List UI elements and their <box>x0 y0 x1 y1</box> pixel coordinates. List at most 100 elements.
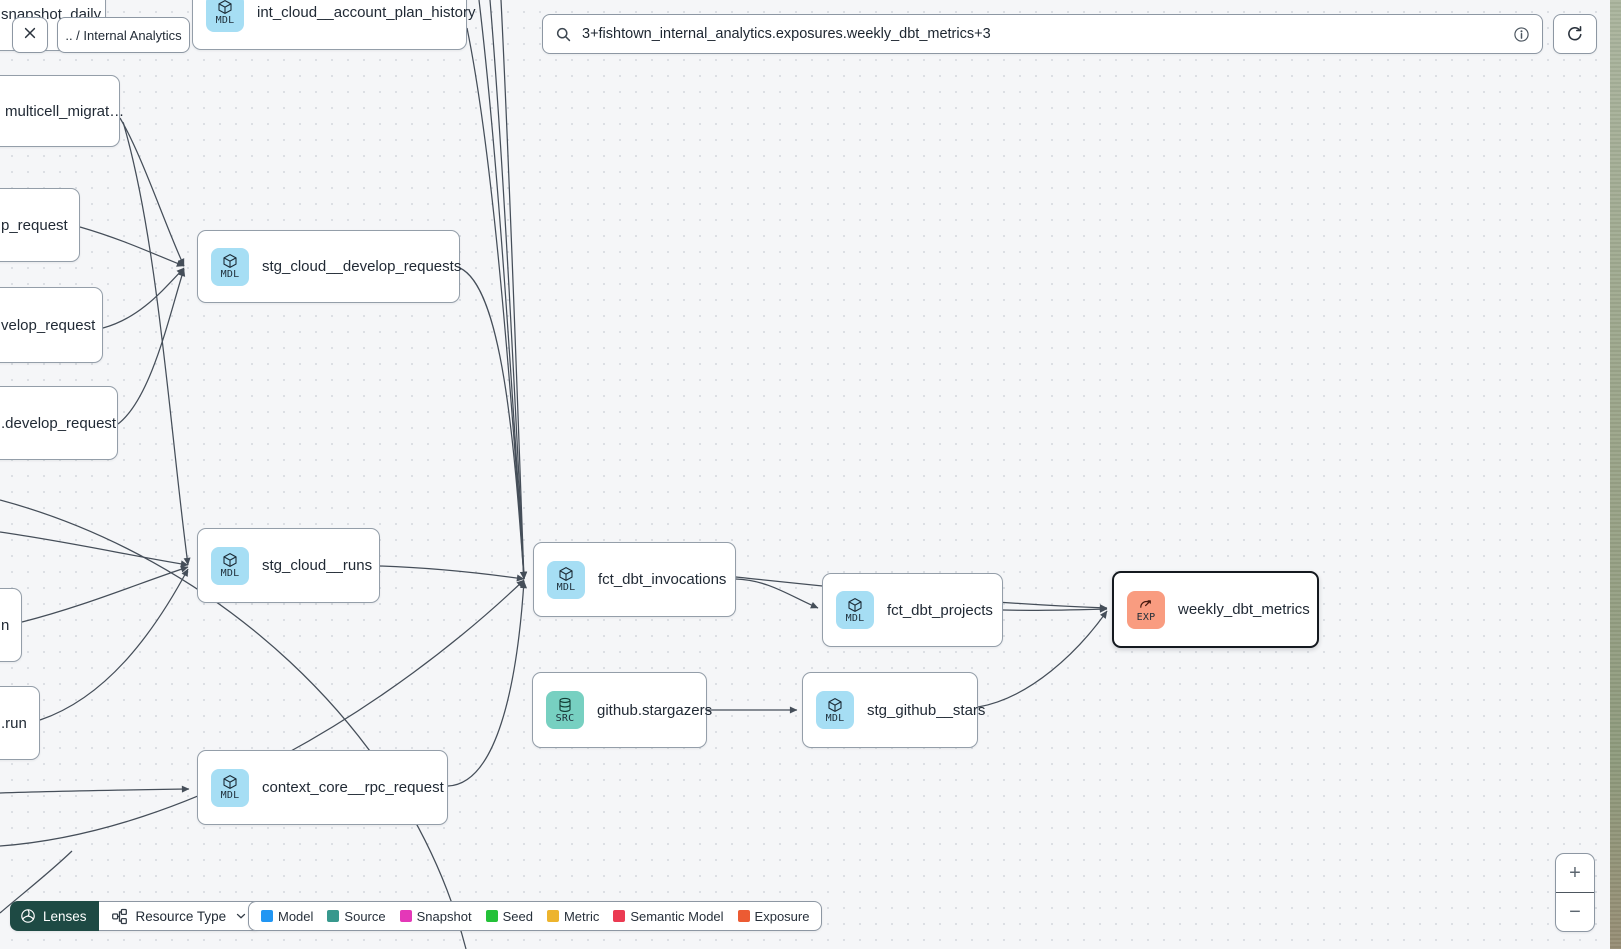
close-icon <box>22 25 38 46</box>
edge-offscreen-top-2-to-fct_dbt_invocations <box>489 0 528 580</box>
chevron-down-icon <box>234 909 248 923</box>
legend-item: Exposure <box>737 908 810 924</box>
info-icon[interactable] <box>1513 26 1530 43</box>
legend-swatch <box>613 910 626 922</box>
legend-swatch <box>485 910 498 922</box>
search-icon <box>555 26 572 43</box>
lenses-label: Lenses <box>43 908 87 924</box>
edge-multicell_migrat-to-stg_cloud__develop_requests <box>119 117 185 267</box>
edge-velop_request-to-stg_cloud__develop_requests <box>102 267 185 329</box>
edge-p_request-to-stg_cloud__develop_requests <box>79 226 185 267</box>
resource-type-icon <box>111 908 128 925</box>
resource-type-dropdown[interactable]: Resource Type <box>98 901 262 931</box>
graph-node-weekly_dbt_metrics[interactable]: EXP weekly_dbt_metrics <box>1112 571 1319 648</box>
graph-node-fct_dbt_projects[interactable]: MDL fct_dbt_projects <box>822 573 1003 647</box>
legend-item: Model <box>261 909 313 924</box>
edge-offscreen-left-mid-to-stg_cloud__runs <box>0 531 189 568</box>
edge-offscreen-top-3-to-fct_dbt_invocations <box>500 0 528 580</box>
edge-multicell_migrat-to-stg_cloud__runs <box>122 121 191 566</box>
resource-badge: MDL <box>836 591 874 629</box>
legend-label: Model <box>278 908 314 924</box>
resource-type-label: Resource Type <box>135 908 227 924</box>
edge-stg_cloud__runs-to-fct_dbt_invocations <box>379 565 525 582</box>
graph-node-velop_request[interactable]: MDL velop_request <box>0 287 103 363</box>
legend-item: Semantic Model <box>613 908 724 924</box>
legend-swatch <box>327 910 340 922</box>
resource-badge: SRC <box>546 691 584 729</box>
legend-item: Snapshot <box>399 908 472 924</box>
cube-icon <box>827 697 843 713</box>
legend-label: Snapshot <box>416 908 472 924</box>
graph-node-p_request[interactable]: MDL p_request <box>0 188 80 262</box>
gauge-icon <box>1138 596 1154 612</box>
cube-icon <box>217 0 233 15</box>
zoom-in-button[interactable]: + <box>1556 854 1594 893</box>
node-label: weekly_dbt_metrics <box>1178 601 1310 618</box>
refresh-button[interactable] <box>1553 14 1597 54</box>
legend-swatch <box>261 910 273 922</box>
close-button[interactable] <box>12 17 48 53</box>
refresh-icon <box>1566 25 1584 43</box>
graph-node-fct_dbt_invocations[interactable]: MDL fct_dbt_invocations <box>533 542 736 617</box>
lenses-button[interactable]: Lenses <box>10 901 99 931</box>
cube-icon <box>558 566 574 582</box>
node-label: .develop_request <box>1 414 117 432</box>
breadcrumb[interactable]: .. / Internal Analytics <box>57 17 190 53</box>
resource-badge: MDL <box>547 560 585 599</box>
edge-run_cut-to-stg_cloud__runs <box>39 568 189 721</box>
resource-badge: MDL <box>206 0 244 32</box>
legend-item: Metric <box>546 908 600 924</box>
node-label: velop_request <box>1 316 96 334</box>
node-label: int_cloud__account_plan_history <box>257 4 476 21</box>
legend-item: Source <box>327 908 386 924</box>
resource-badge: MDL <box>211 247 249 286</box>
search-bar <box>542 14 1543 54</box>
legend-label: Metric <box>563 908 600 924</box>
database-icon <box>557 697 573 713</box>
node-label: stg_cloud__runs <box>262 557 373 574</box>
graph-node-stg_github__stars[interactable]: MDL stg_github__stars <box>802 672 985 748</box>
legend-label: Semantic Model <box>630 908 724 924</box>
node-label: p_request <box>1 216 68 234</box>
node-label: multicell_migrat… <box>5 102 125 120</box>
search-input[interactable] <box>582 26 1503 42</box>
cube-icon <box>222 552 238 568</box>
legend-label: Exposure <box>754 908 810 924</box>
graph-node-develop_request[interactable]: MDL .develop_request <box>0 386 118 460</box>
resource-badge: EXP <box>1127 590 1165 629</box>
edge-stg_cloud__develop_requests-to-fct_dbt_invocations <box>459 267 527 580</box>
cube-icon <box>222 774 238 790</box>
resource-badge: MDL <box>211 768 249 807</box>
lens-controls: Lenses Resource Type <box>10 901 262 931</box>
legend-swatch <box>546 910 559 922</box>
breadcrumb-label: .. / Internal Analytics <box>65 27 182 43</box>
node-label: fct_dbt_invocations <box>598 571 727 588</box>
cube-icon <box>222 253 238 269</box>
edge-offscreen-top-1-to-fct_dbt_invocations <box>478 0 528 580</box>
graph-node-stg_cloud__develop_requests[interactable]: MDL stg_cloud__develop_requests <box>197 230 461 303</box>
edge-develop_request-to-stg_cloud__develop_requests <box>117 268 186 425</box>
graph-node-multicell_migrat[interactable]: MDL multicell_migrat… <box>0 75 124 147</box>
graph-node-n_cut[interactable]: MDL n <box>0 588 22 662</box>
node-label: n <box>1 616 10 634</box>
edge-context_core__rpc_request-to-fct_dbt_invocations <box>447 580 528 787</box>
edge-fct_dbt_invocations-to-fct_dbt_projects <box>735 578 819 609</box>
legend-item: Seed <box>485 908 533 924</box>
graph-node-context_core__rpc_request[interactable]: MDL context_core__rpc_request <box>197 750 448 825</box>
zoom-control: + − <box>1555 853 1595 932</box>
edge-offscreen-left-to-context_core__rpc_request <box>0 785 190 794</box>
zoom-out-button[interactable]: − <box>1569 900 1581 923</box>
graph-node-run_cut[interactable]: MDL .run <box>0 686 40 760</box>
resource-type-legend: Model Source Snapshot Seed Metric Semant… <box>248 901 823 931</box>
lenses-icon <box>20 908 36 924</box>
graph-node-stg_cloud__runs[interactable]: MDL stg_cloud__runs <box>197 528 380 603</box>
graph-node-int_cloud__account_plan_history[interactable]: MDL int_cloud__account_plan_history <box>192 0 476 50</box>
graph-node-github.stargazers[interactable]: SRC github.stargazers <box>532 672 712 748</box>
legend-label: Source <box>344 908 386 924</box>
legend-label: Seed <box>502 908 533 924</box>
edge-fct_dbt_projects-to-weekly_dbt_metrics <box>1002 605 1108 613</box>
legend-swatch <box>399 910 412 922</box>
resource-badge: MDL <box>211 546 249 585</box>
